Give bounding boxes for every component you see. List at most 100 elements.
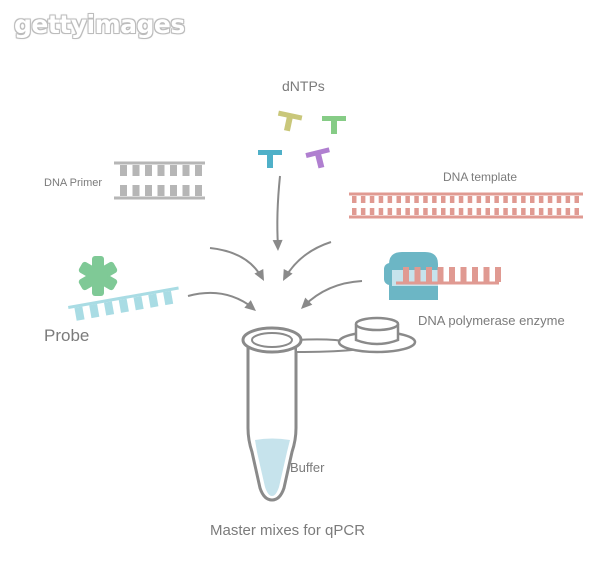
template-base	[530, 196, 535, 203]
template-base	[449, 196, 455, 203]
tube-opening	[251, 332, 293, 348]
polymerase-template-base	[449, 267, 455, 282]
template-base	[565, 208, 571, 215]
primer-base	[157, 165, 165, 176]
template-base	[369, 208, 375, 215]
tube-rim	[241, 326, 303, 354]
probe-base	[148, 293, 159, 308]
probe-base	[89, 303, 100, 319]
template-base	[396, 196, 401, 203]
primer-base	[157, 185, 165, 196]
primer-base	[120, 165, 127, 176]
primer-base	[170, 185, 177, 196]
arrow	[283, 241, 332, 281]
buffer-label: Buffer	[290, 460, 325, 475]
watermark-logo: gettyimages	[14, 10, 185, 39]
template-base	[423, 196, 428, 203]
arrow-shaft	[187, 291, 254, 309]
primer-base	[132, 165, 140, 176]
template-base	[423, 208, 428, 215]
dntp-stem	[315, 153, 325, 169]
polymerase-template-base	[460, 267, 467, 282]
probe-base	[103, 301, 115, 316]
template-base	[352, 208, 357, 215]
template-base	[503, 196, 508, 203]
template-base	[360, 208, 366, 215]
buffer-liquid	[255, 438, 290, 496]
template-base	[512, 196, 517, 203]
template-base	[574, 196, 579, 203]
probe-base	[163, 290, 174, 306]
primer-base	[145, 165, 152, 176]
polymerase-template-base	[437, 267, 444, 282]
probe-backbone	[68, 286, 179, 309]
arrow-shaft	[276, 175, 281, 247]
template-base	[538, 208, 544, 215]
dna-primer-label: DNA Primer	[44, 177, 103, 189]
dntp-stem	[283, 116, 293, 132]
caption: Master mixes for qPCR	[210, 522, 366, 539]
template-base	[503, 208, 508, 215]
pcr-tube-illustration	[241, 316, 417, 502]
template-base	[387, 196, 393, 203]
template-base	[414, 196, 419, 203]
template-base	[547, 208, 553, 215]
template-base	[369, 196, 375, 203]
dntp-stem	[331, 120, 337, 134]
probe-label: Probe	[44, 326, 90, 345]
template-base	[556, 196, 562, 203]
template-base	[387, 208, 393, 215]
template-base	[494, 196, 499, 203]
primer-base	[182, 185, 190, 196]
dntp-bar	[277, 110, 303, 121]
dntp-molecules	[258, 110, 346, 169]
arrow	[187, 291, 256, 311]
template-base	[458, 196, 464, 203]
probe-illustration	[68, 256, 179, 321]
probe-base	[74, 306, 85, 321]
dntps-label: dNTPs	[282, 78, 325, 94]
dntp-icon	[277, 110, 303, 132]
template-base	[547, 196, 553, 203]
template-base	[521, 208, 526, 215]
template-base	[414, 208, 419, 215]
arrow-head	[244, 300, 256, 311]
arrow	[209, 247, 264, 281]
polymerase-template-base	[483, 267, 490, 282]
polymerase-template-base	[426, 267, 432, 282]
template-base	[352, 196, 357, 203]
primer-base	[145, 185, 152, 196]
polymerase-template-base	[414, 267, 421, 282]
template-base	[476, 196, 482, 203]
dna-primer-illustration	[114, 161, 205, 200]
dntp-icon	[322, 116, 346, 134]
arrow-head	[283, 268, 293, 281]
template-base	[538, 196, 544, 203]
dntp-bar	[322, 116, 346, 121]
tube-cap-top	[354, 316, 400, 332]
arrow-head	[254, 268, 264, 281]
fluorophore-core	[88, 266, 108, 286]
template-base	[396, 208, 401, 215]
dntp-icon	[258, 150, 282, 168]
primer-base	[195, 165, 202, 176]
primer-base	[182, 165, 190, 176]
primer-base	[195, 185, 202, 196]
arrow-shaft	[284, 241, 332, 279]
probe-base	[118, 298, 129, 313]
arrow-shaft	[209, 247, 263, 279]
arrow	[272, 175, 283, 251]
arrow-head	[301, 297, 313, 309]
dntp-icon	[305, 147, 330, 169]
primer-base	[170, 165, 177, 176]
polymerase-template-base	[472, 267, 478, 282]
template-base	[485, 208, 490, 215]
template-base	[378, 208, 384, 215]
arrow	[301, 280, 363, 309]
probe-fluorophore-icon	[78, 256, 118, 296]
template-base	[565, 196, 571, 203]
dna-polymerase-label: DNA polymerase enzyme	[418, 313, 565, 328]
dna-polymerase-illustration	[384, 252, 501, 300]
dntp-bar	[258, 150, 282, 155]
probe-strand	[68, 286, 179, 321]
